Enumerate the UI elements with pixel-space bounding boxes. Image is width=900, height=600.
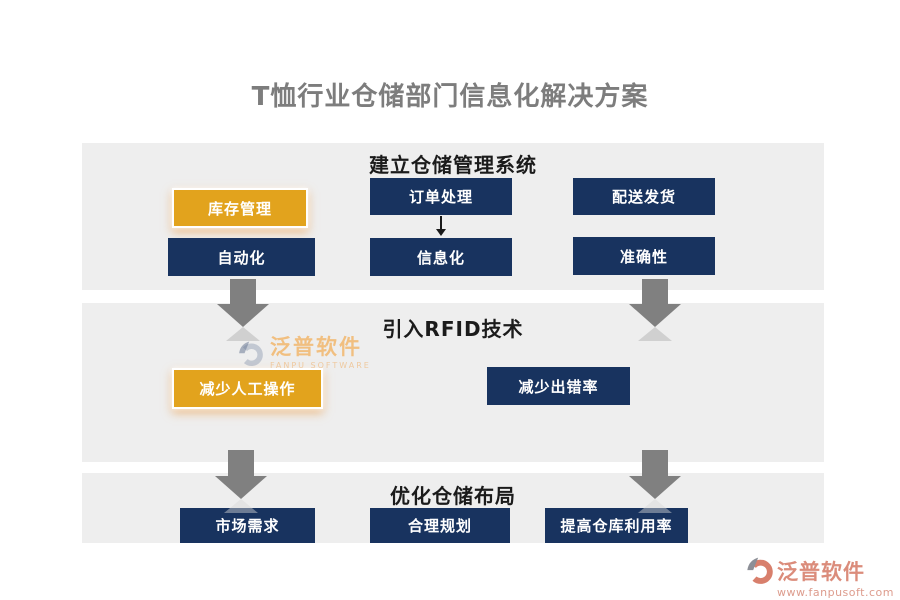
- arrow-down-icon: [215, 450, 267, 513]
- node-automation: 自动化: [168, 238, 315, 276]
- node-market-demand: 市场需求: [180, 508, 315, 543]
- fanpu-footer-logo: 泛普软件 www.fanpusoft.com: [744, 556, 894, 599]
- fanpu-logo-icon: [747, 557, 773, 584]
- footer-brand: 泛普软件: [777, 560, 865, 584]
- page-title: T恤行业仓储部门信息化解决方案: [251, 82, 649, 112]
- node-inventory-management: 库存管理: [172, 188, 308, 228]
- fanpu-logo-icon: [239, 341, 263, 367]
- node-accuracy: 准确性: [573, 237, 715, 275]
- node-informatization: 信息化: [370, 238, 512, 276]
- node-improve-warehouse-utilization: 提高仓库利用率: [545, 508, 688, 543]
- watermark-brand-en: FANPU SOFTWARE: [270, 361, 371, 371]
- arrow-down-icon: [629, 450, 681, 513]
- node-order-processing: 订单处理: [370, 178, 512, 215]
- node-reduce-manual-operation: 减少人工操作: [172, 368, 323, 409]
- connector-arrow-down-icon: [435, 216, 447, 236]
- section-1-heading: 建立仓储管理系统: [369, 153, 537, 177]
- section-3-heading: 优化仓储布局: [390, 484, 516, 508]
- node-reduce-error-rate: 减少出错率: [487, 367, 630, 405]
- arrow-down-icon: [217, 279, 269, 341]
- fanpu-watermark: 泛普软件 FANPU SOFTWARE: [236, 335, 371, 372]
- watermark-brand: 泛普软件: [270, 335, 362, 359]
- node-distribution-shipping: 配送发货: [573, 178, 715, 215]
- node-reasonable-planning: 合理规划: [370, 508, 510, 543]
- footer-website: www.fanpusoft.com: [777, 586, 894, 599]
- section-2-heading: 引入RFID技术: [382, 317, 524, 341]
- arrow-down-icon: [629, 279, 681, 341]
